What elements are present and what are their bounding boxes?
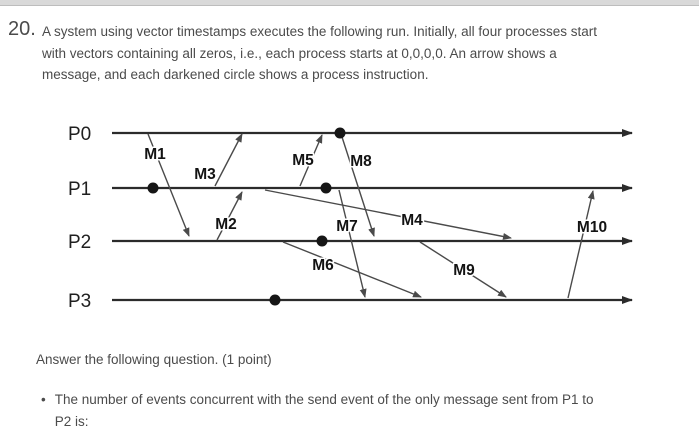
message-label-M10: M10 xyxy=(577,219,607,236)
page-top-border xyxy=(0,0,699,6)
message-arrow-M8 xyxy=(341,136,375,237)
process-label-P2: P2 xyxy=(68,232,91,253)
message-label-M4: M4 xyxy=(401,212,423,229)
question-text-line: A system using vector timestamps execute… xyxy=(42,24,597,39)
question-text-line: message, and each darkened circle shows … xyxy=(42,67,429,82)
message-arrow-M10 xyxy=(567,190,595,299)
bullet-icon: • xyxy=(41,392,46,407)
message-label-M1: M1 xyxy=(144,146,166,163)
message-arrow-M7 xyxy=(338,189,367,298)
bullet-text: The number of events concurrent with the… xyxy=(55,389,594,432)
process-label-P1: P1 xyxy=(68,179,91,200)
instruction-event-dot-P2 xyxy=(316,235,328,247)
message-label-M8: M8 xyxy=(350,153,372,170)
message-label-M6: M6 xyxy=(312,257,334,274)
question-text: A system using vector timestamps execute… xyxy=(42,21,597,86)
answer-prompt: Answer the following question. (1 point) xyxy=(36,352,272,367)
process-label-P0: P0 xyxy=(68,124,91,145)
instruction-event-dot-P1 xyxy=(320,182,332,194)
message-label-M2: M2 xyxy=(215,216,237,233)
process-label-P3: P3 xyxy=(68,291,91,312)
message-label-M9: M9 xyxy=(453,262,475,279)
message-label-M3: M3 xyxy=(194,166,216,183)
message-arrow-M1 xyxy=(147,133,190,237)
instruction-event-dot-P1 xyxy=(147,182,159,194)
message-arrow-M4 xyxy=(264,189,512,240)
question-bullet: • The number of events concurrent with t… xyxy=(41,389,594,432)
bullet-text-line: The number of events concurrent with the… xyxy=(54,392,594,407)
message-arrow-M5 xyxy=(299,134,323,187)
question-text-line: with vectors containing all zeros, i.e.,… xyxy=(42,45,557,61)
question-number: 20. xyxy=(8,18,36,40)
message-arrow-M9 xyxy=(419,241,507,298)
message-arrow-M3 xyxy=(214,133,243,187)
message-arrow-M6 xyxy=(282,241,422,298)
message-arrow-M2 xyxy=(216,191,243,241)
instruction-event-dot-P3 xyxy=(269,294,281,306)
bullet-text-line: P2 is: xyxy=(54,413,89,429)
message-label-M7: M7 xyxy=(336,218,358,235)
instruction-event-dot-P0 xyxy=(334,127,346,139)
message-label-M5: M5 xyxy=(292,152,314,169)
